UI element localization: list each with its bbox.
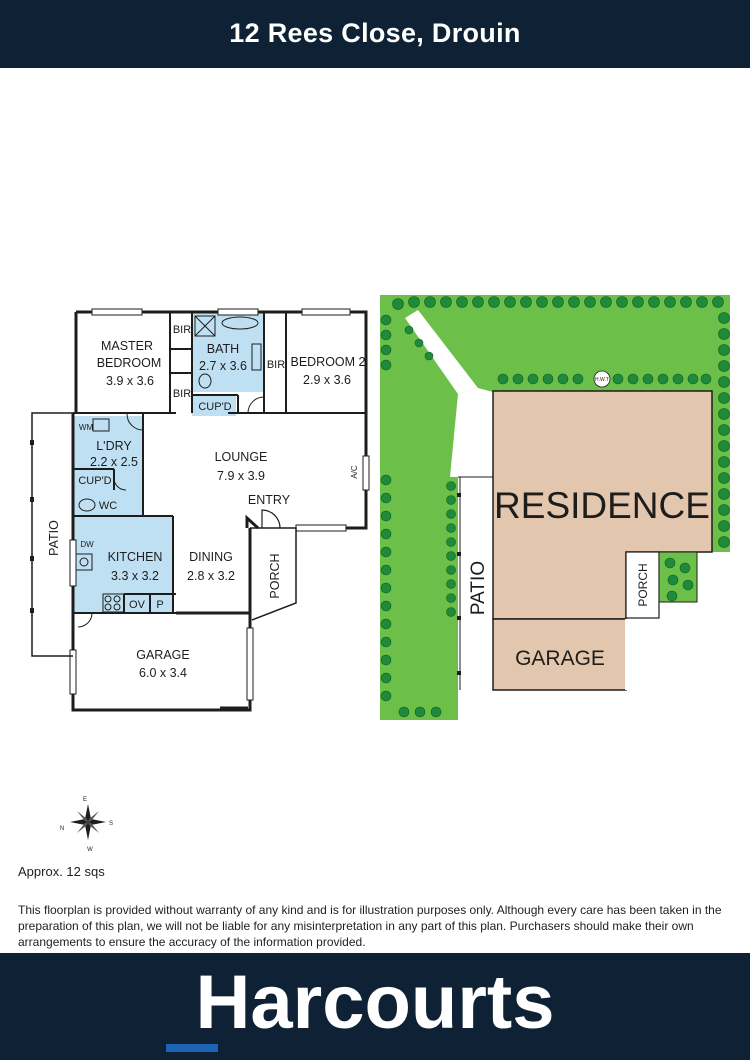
lounge-label: LOUNGE [215,450,268,464]
wm-label: WM [79,423,94,432]
garage-label: GARAGE [136,648,190,662]
compass-rose [70,804,106,840]
lounge-size: 7.9 x 3.9 [217,469,265,483]
master-bedroom-label-2: BEDROOM [97,356,162,370]
bedroom2-size: 2.9 x 3.6 [303,373,351,387]
compass-e: E [83,797,87,803]
site-patio-label: PATIO [468,561,489,615]
house-floorplan: MASTER BEDROOM 3.9 x 3.6 BATH 2.7 x 3.6 … [30,308,370,712]
entry-label: ENTRY [248,493,291,507]
compass-s: S [109,821,113,827]
area-summary: Approx. 12 sqs [18,864,105,879]
cupd-bath-label: CUP'D [198,401,231,413]
header-bar: 12 Rees Close, Drouin [0,0,750,68]
site-porch-label: PORCH [636,563,650,606]
site-plan: H.W.T RESIDENCE GARAGE PATIO PORCH [380,295,730,720]
cupd-laundry-label: CUP'D [78,475,111,487]
bath-label: BATH [207,342,239,356]
bath-size: 2.7 x 3.6 [199,359,247,373]
bir-top-label: BIR [173,324,191,336]
master-bedroom-size: 3.9 x 3.6 [106,374,154,388]
patio-label: PATIO [47,520,61,556]
garage-size: 6.0 x 3.4 [139,666,187,680]
cupd-bath-fill [192,396,236,416]
compass-n: N [60,826,64,832]
bedroom2-label: BEDROOM 2 [290,355,365,369]
compass-labels: E N S W [60,797,113,853]
master-bedroom-label-1: MASTER [101,339,153,353]
ac-label: A/C [350,465,359,479]
footer-bar: Harcourts [0,953,750,1060]
residence-label: RESIDENCE [494,485,710,526]
site-garage-label: GARAGE [515,647,605,670]
bir-bedroom2-label: BIR [267,359,285,371]
kitchen-size: 3.3 x 3.2 [111,569,159,583]
laundry-size: 2.2 x 2.5 [90,455,138,469]
compass-w: W [87,847,93,853]
pantry-label: P [156,599,163,611]
brand-logo: Harcourts [195,960,555,1045]
dining-size: 2.8 x 3.2 [187,569,235,583]
page-title: 12 Rees Close, Drouin [229,18,521,48]
ov-label: OV [129,599,146,611]
laundry-label: L'DRY [96,439,132,453]
wc-label: WC [99,500,117,512]
hwt-label: H.W.T [595,377,609,383]
garage-block [492,618,627,691]
dining-label: DINING [189,550,233,564]
kitchen-label: KITCHEN [108,550,163,564]
disclaimer-text: This floorplan is provided without warra… [18,903,722,949]
brand-underline [166,1044,218,1052]
bir-bottom-label: BIR [173,388,191,400]
floorplan-drawing: MASTER BEDROOM 3.9 x 3.6 BATH 2.7 x 3.6 … [30,295,730,720]
dw-label: DW [80,540,94,549]
porch-label: PORCH [268,553,282,598]
